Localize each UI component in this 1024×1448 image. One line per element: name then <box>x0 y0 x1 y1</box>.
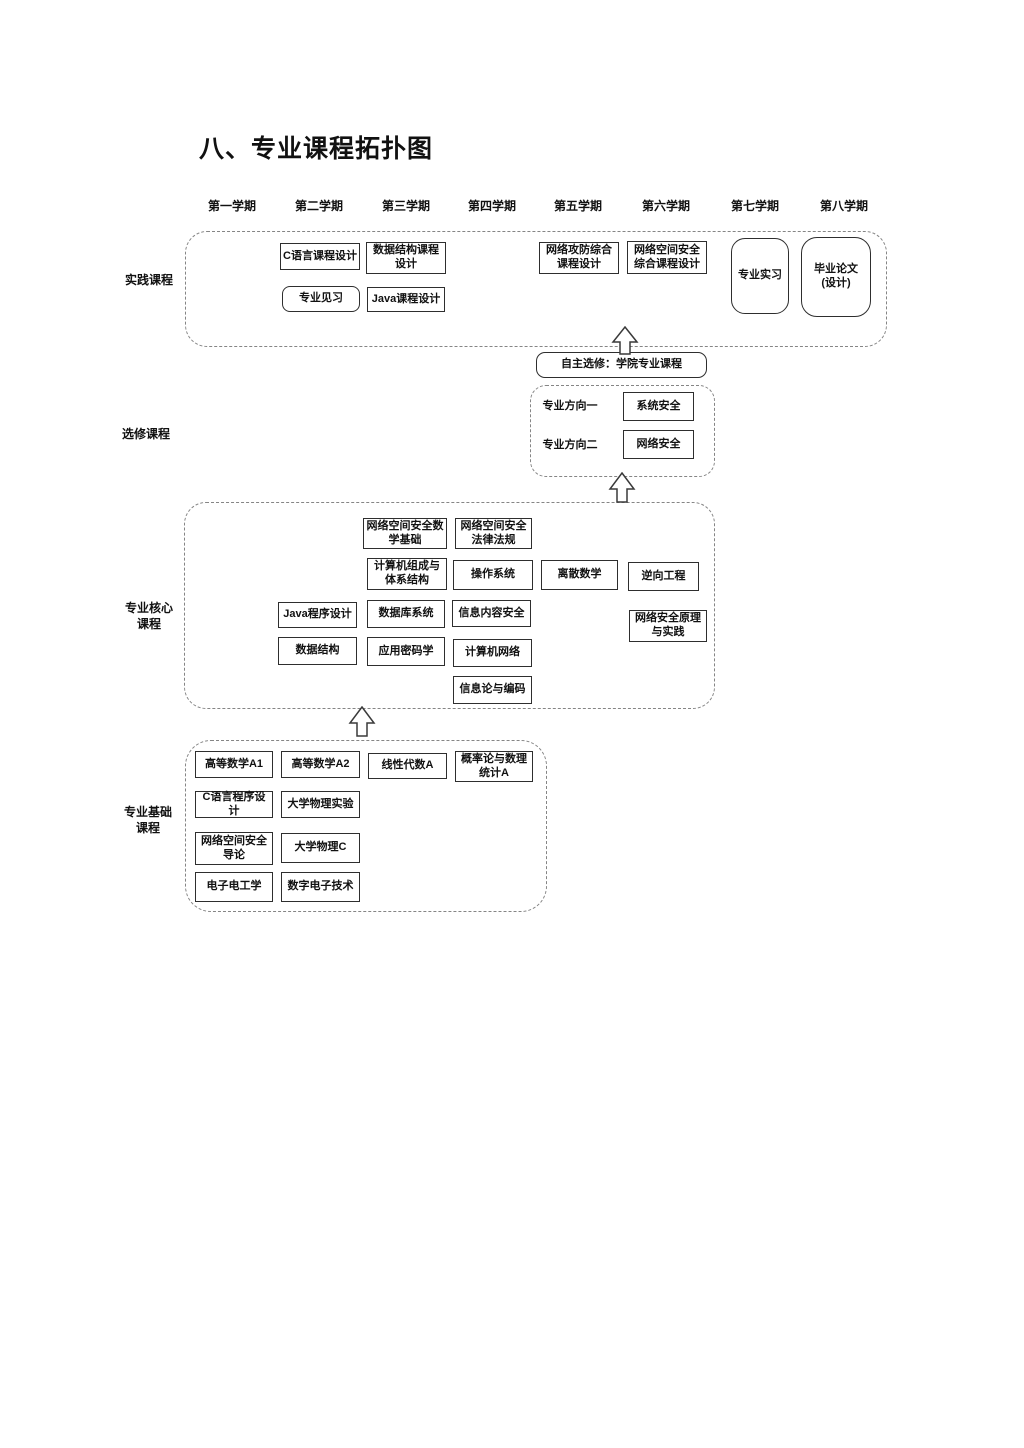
basic-section-label: 专业基础 课程 <box>123 805 172 836</box>
course-box-attack-defense-design: 网络攻防综合 课程设计 <box>539 242 619 274</box>
course-box-system-security: 系统安全 <box>623 392 694 421</box>
course-box-thesis: 毕业论文 (设计) <box>801 237 871 317</box>
course-box-c-course-design: C语言课程设计 <box>280 243 360 270</box>
page-title: 八、专业课程拓扑图 <box>199 135 434 163</box>
course-box-physics-lab: 大学物理实验 <box>281 791 360 818</box>
semester-header-7: 第七学期 <box>730 199 779 213</box>
core-section <box>184 502 715 709</box>
practice-section-label: 实践课程 <box>124 273 173 287</box>
course-box-java-programming: Java程序设计 <box>278 602 357 628</box>
course-box-database-system: 数据库系统 <box>367 600 445 628</box>
elective-note-box: 自主选修：学院专业课程 <box>536 352 707 378</box>
course-box-data-structure: 数据结构 <box>278 637 357 665</box>
course-box-operating-system: 操作系统 <box>453 560 533 590</box>
course-box-digital-electronics: 数字电子技术 <box>281 872 360 902</box>
course-box-cyber-law: 网络空间安全 法律法规 <box>455 518 532 549</box>
course-box-network-security: 网络安全 <box>623 430 694 459</box>
course-box-cyber-comprehensive-design: 网络空间安全 综合课程设计 <box>627 241 707 274</box>
course-box-internship: 专业实习 <box>731 238 789 314</box>
course-box-netsec-principle: 网络安全原理 与实践 <box>629 610 707 642</box>
direction-two-label: 专业方向二 <box>542 439 598 452</box>
course-box-computer-network: 计算机网络 <box>453 639 532 667</box>
course-box-physics-c: 大学物理C <box>281 833 360 863</box>
practice-section <box>185 231 887 347</box>
up-arrow-icon <box>611 326 639 355</box>
course-box-info-theory-coding: 信息论与编码 <box>453 676 532 704</box>
semester-header-5: 第五学期 <box>553 199 602 213</box>
semester-header-3: 第三学期 <box>381 199 430 213</box>
course-box-professional-observe: 专业见习 <box>282 286 360 312</box>
course-box-math-a2: 高等数学A2 <box>281 751 360 778</box>
elective-section-label: 选修课程 <box>121 427 170 441</box>
course-box-ds-course-design: 数据结构课程 设计 <box>366 242 446 274</box>
course-box-cyber-math: 网络空间安全数 学基础 <box>363 518 447 549</box>
course-box-reverse-engineering: 逆向工程 <box>628 562 699 591</box>
course-box-computer-organization: 计算机组成与 体系结构 <box>367 558 447 590</box>
course-box-discrete-math: 离散数学 <box>541 560 618 590</box>
course-box-applied-cryptography: 应用密码学 <box>367 637 445 666</box>
up-arrow-icon <box>348 706 376 737</box>
course-box-probability-statistics: 概率论与数理 统计A <box>455 751 533 782</box>
course-box-electrical-engineering: 电子电工学 <box>195 872 273 902</box>
direction-one-label: 专业方向一 <box>542 400 598 413</box>
core-section-label: 专业核心 课程 <box>124 601 173 632</box>
semester-header-8: 第八学期 <box>819 199 868 213</box>
course-box-math-a1: 高等数学A1 <box>195 751 273 778</box>
course-box-java-course-design: Java课程设计 <box>367 287 445 312</box>
course-box-c-programming: C语言程序设计 <box>195 791 273 818</box>
semester-header-1: 第一学期 <box>207 199 256 213</box>
semester-header-6: 第六学期 <box>641 199 690 213</box>
course-box-cyber-intro: 网络空间安全 导论 <box>195 832 273 865</box>
semester-header-4: 第四学期 <box>467 199 516 213</box>
basic-section <box>185 740 547 912</box>
course-box-linear-algebra: 线性代数A <box>368 753 447 779</box>
course-box-info-content-security: 信息内容安全 <box>452 600 531 627</box>
up-arrow-icon <box>608 472 636 503</box>
semester-header-2: 第二学期 <box>294 199 343 213</box>
